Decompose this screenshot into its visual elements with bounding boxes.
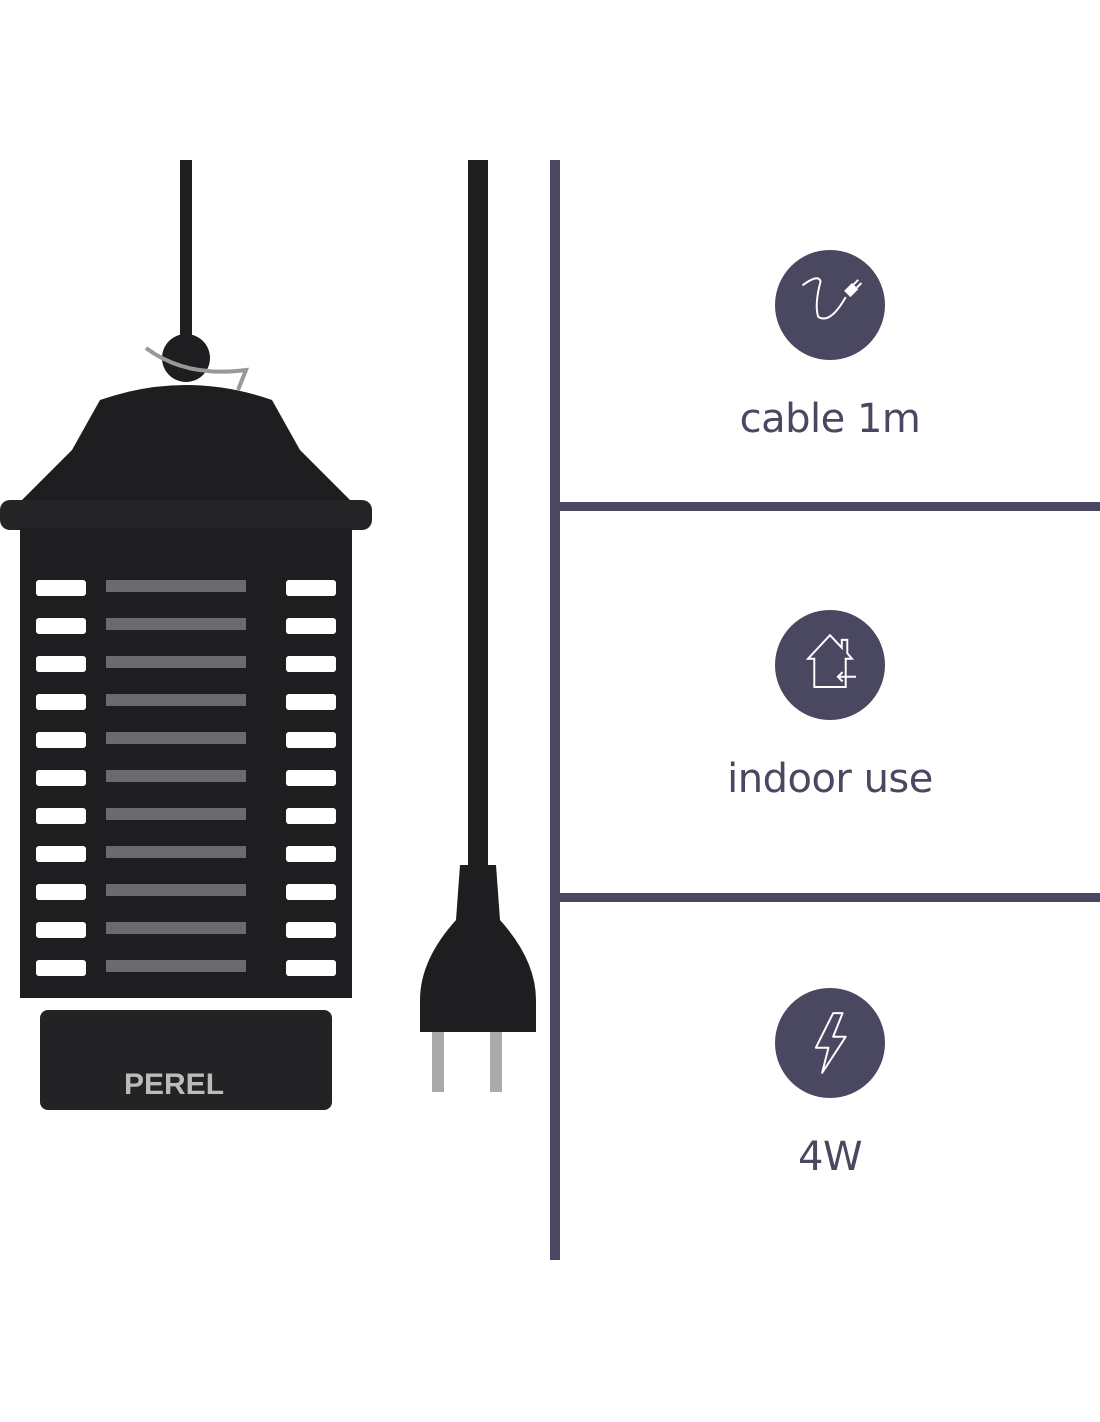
feature-cable: cable 1m: [560, 250, 1100, 442]
lightning-bolt-icon: [775, 988, 885, 1098]
feature-label: 4W: [798, 1134, 863, 1180]
divider-horizontal: [550, 893, 1100, 902]
feature-label: indoor use: [727, 756, 933, 802]
cable-plug-icon: [775, 250, 885, 360]
insect-killer-lamp-image: PEREL: [0, 160, 536, 1110]
house-indoor-icon: [775, 610, 885, 720]
cage-slots: [36, 580, 336, 976]
divider-vertical: [550, 160, 560, 1260]
feature-power: 4W: [560, 988, 1100, 1180]
feature-label: cable 1m: [739, 396, 921, 442]
brand-logo: PEREL: [124, 1068, 224, 1101]
feature-indoor: indoor use: [560, 610, 1100, 802]
divider-horizontal: [550, 502, 1100, 511]
